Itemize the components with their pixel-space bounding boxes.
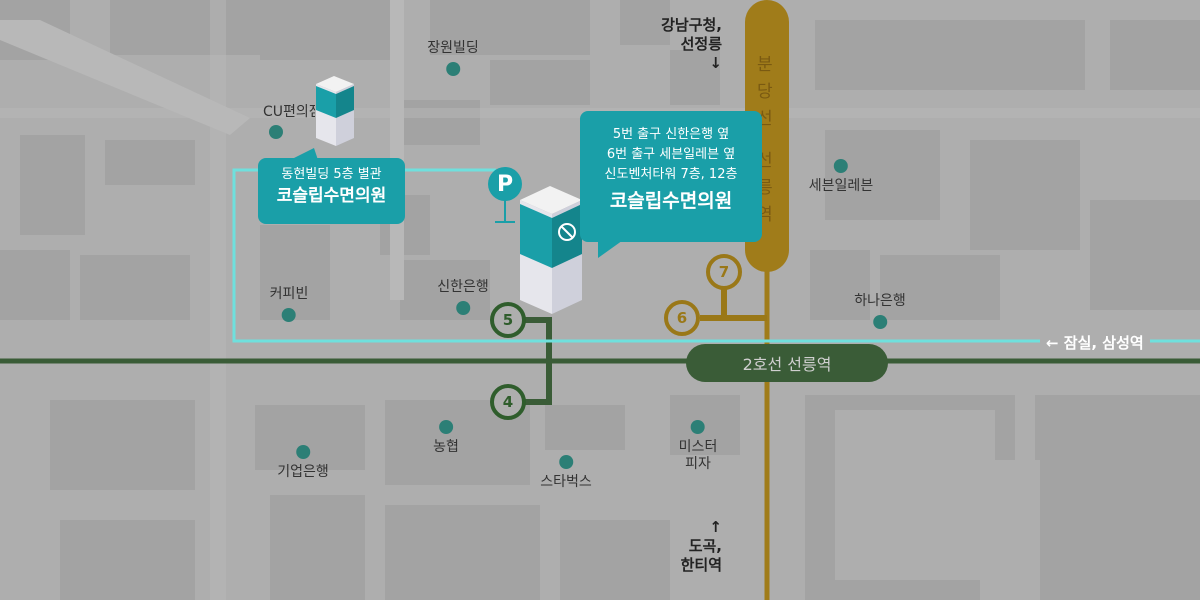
gold-exit-connectors: [700, 286, 767, 321]
poi-marker-icon: [269, 125, 283, 139]
main-building-icon: [520, 186, 582, 314]
poi-marker-icon: [559, 455, 573, 469]
poi-label: CU편의점: [263, 104, 315, 120]
direction-jamsil-samsung: ← 잠실, 삼성역: [1040, 330, 1150, 354]
exit-7-badge[interactable]: 7: [706, 254, 742, 290]
poi-marker-icon: [873, 315, 887, 329]
annex-address: 동현빌딩 5층 별관: [281, 167, 382, 182]
callout-exit5-text: 5번 출구 신한은행 옆: [612, 127, 730, 142]
poi-marker-icon: [834, 159, 848, 173]
poi-marker-icon: [446, 62, 460, 76]
annex-building-icon: [316, 76, 354, 146]
poi-nonghyup[interactable]: 농협: [433, 420, 459, 456]
poi-label: 세븐일레븐: [808, 178, 874, 194]
block-cutouts: [835, 410, 1040, 600]
callout-building-text: 신도벤처타워 7층, 12층: [604, 167, 738, 182]
exit-5-badge[interactable]: 5: [490, 302, 526, 338]
poi-mr-pizza[interactable]: 미스터 피자: [678, 420, 718, 473]
main-clinic-callout[interactable]: 5번 출구 신한은행 옆 6번 출구 세븐일레븐 옆 신도벤처타워 7층, 12…: [580, 111, 762, 242]
parking-icon[interactable]: P: [488, 167, 522, 201]
parking-stem: [495, 200, 515, 223]
poi-marker-icon: [438, 420, 453, 434]
poi-label: 커피빈: [269, 286, 309, 302]
line-char: 분: [757, 55, 773, 75]
poi-marker-icon: [281, 308, 296, 322]
poi-jangwon-building[interactable]: 장원빌딩: [427, 40, 479, 76]
line-char: 당: [757, 82, 773, 102]
poi-hana-bank[interactable]: 하나은행: [854, 293, 906, 329]
poi-label: 농협: [433, 439, 459, 455]
direction-gangnam-gu-office: 강남구청, 선정릉 ↓: [661, 16, 722, 72]
poi-label: 스타벅스: [540, 474, 592, 490]
green-exit-connectors: [524, 317, 552, 405]
poi-marker-icon: [456, 301, 470, 315]
main-clinic-name: 코슬립수면의원: [609, 190, 733, 212]
poi-ibk-bank[interactable]: 기업은행: [277, 445, 329, 481]
annex-callout-pointer: [290, 148, 318, 160]
poi-starbucks[interactable]: 스타벅스: [540, 455, 592, 491]
annex-clinic-name: 코슬립수면의원: [276, 186, 387, 206]
exit-4-badge[interactable]: 4: [490, 384, 526, 420]
exit-6-badge[interactable]: 6: [664, 300, 700, 336]
poi-seven-eleven[interactable]: 세븐일레븐: [809, 159, 873, 195]
poi-label: 기업은행: [277, 464, 329, 480]
poi-label: 하나은행: [854, 293, 906, 309]
poi-shinhan-bank[interactable]: 신한은행: [437, 279, 489, 315]
main-callout-pointer: [598, 238, 626, 258]
direction-dogok-hanti: ↑ 도곡, 한티역: [680, 518, 722, 574]
annex-callout[interactable]: 동현빌딩 5층 별관 코슬립수면의원: [258, 158, 405, 224]
poi-marker-icon: [690, 420, 705, 434]
poi-label: 신한은행: [437, 279, 489, 295]
poi-label: 미스터 피자: [678, 439, 718, 472]
poi-marker-icon: [296, 445, 310, 459]
callout-exit6-text: 6번 출구 세븐일레븐 옆: [606, 147, 736, 162]
poi-cu-store[interactable]: CU편의점: [263, 104, 315, 139]
seolleung-station-label[interactable]: 2호선 선릉역: [686, 344, 888, 382]
poi-coffeebean[interactable]: 커피빈: [269, 286, 309, 322]
poi-label: 장원빌딩: [427, 40, 479, 56]
